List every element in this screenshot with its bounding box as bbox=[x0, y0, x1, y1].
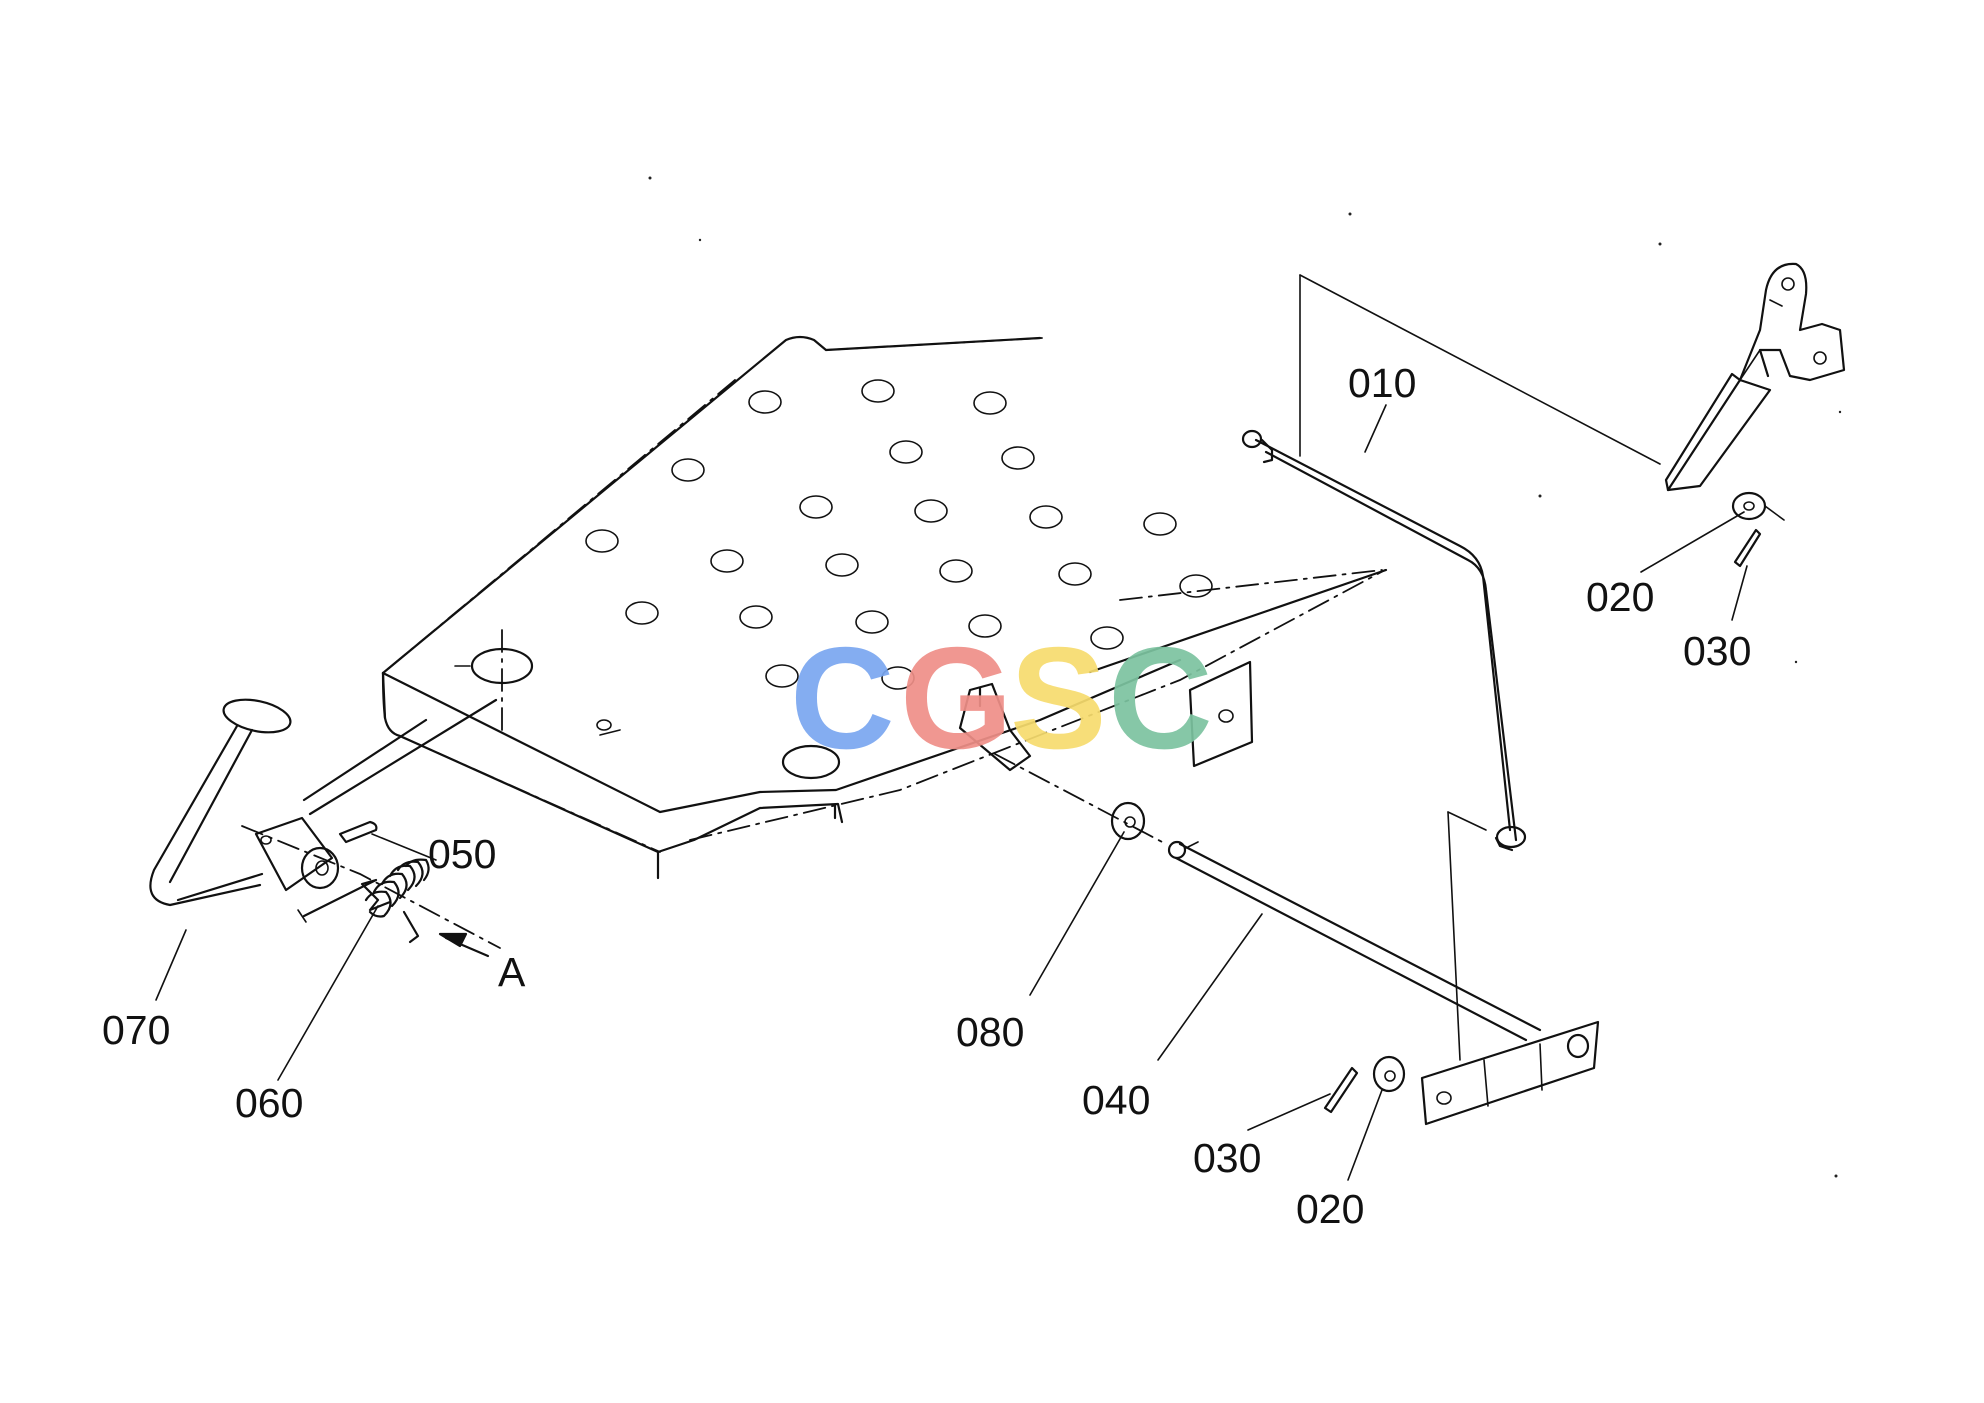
floor-plate bbox=[381, 335, 1388, 880]
part-080-washer bbox=[1110, 801, 1146, 841]
part-030-top-pin bbox=[1733, 528, 1762, 568]
leader-lines bbox=[155, 404, 1748, 1181]
label-030-bottom: 030 bbox=[1193, 1135, 1261, 1181]
part-040-rod bbox=[994, 753, 1600, 1126]
part-010-rod bbox=[1241, 274, 1661, 1061]
watermark-logo: C G S C bbox=[790, 617, 1213, 779]
label-020-bottom: 020 bbox=[1296, 1186, 1364, 1232]
label-020-top: 020 bbox=[1586, 574, 1654, 620]
label-040: 040 bbox=[1082, 1077, 1150, 1123]
view-arrow-a bbox=[438, 932, 490, 958]
scan-specks bbox=[648, 176, 1842, 1178]
watermark-letter-g: G bbox=[900, 617, 1013, 779]
watermark-letter-s: S bbox=[1010, 617, 1107, 779]
part-020-bottom-washer bbox=[1372, 1055, 1406, 1093]
label-030-top: 030 bbox=[1683, 628, 1751, 674]
part-030-bottom-pin bbox=[1323, 1066, 1359, 1114]
label-080: 080 bbox=[956, 1009, 1024, 1055]
part-020-top-washer bbox=[1731, 491, 1785, 521]
upper-right-bracket bbox=[1664, 262, 1846, 492]
label-050: 050 bbox=[428, 831, 496, 877]
plate-bumps bbox=[585, 379, 1213, 690]
label-010: 010 bbox=[1348, 360, 1416, 406]
part-070-pedal bbox=[149, 698, 501, 949]
label-070: 070 bbox=[102, 1007, 170, 1053]
part-060-spring bbox=[297, 858, 430, 944]
label-view-a: A bbox=[498, 949, 526, 995]
rear-bracket bbox=[1188, 660, 1254, 768]
watermark-letter-c1: C bbox=[790, 617, 895, 779]
plate-hole-front bbox=[781, 744, 841, 780]
part-labels: 010 020 030 050 070 060 080 040 030 020 … bbox=[102, 360, 1751, 1232]
label-060: 060 bbox=[235, 1080, 303, 1126]
watermark-letter-c2: C bbox=[1108, 617, 1213, 779]
part-050-pin bbox=[302, 698, 498, 844]
